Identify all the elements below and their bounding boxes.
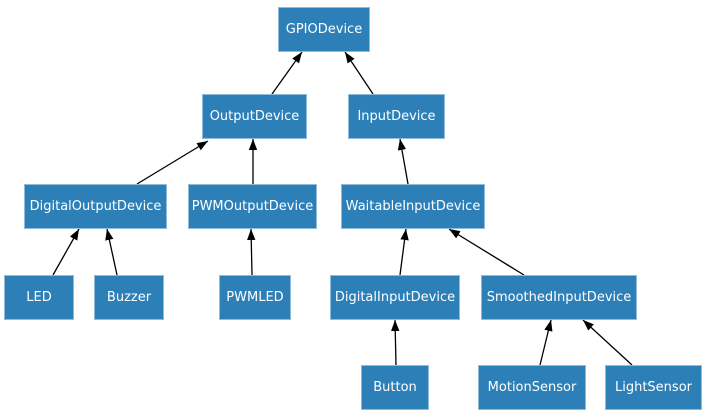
inherits-arrow-waitableinputdevice-to-inputdevice [397,138,409,185]
class-node-button: Button [361,365,429,410]
inherits-arrow-digitaloutputdevice-to-outputdevice [136,140,209,185]
class-node-digitalinputdevice: DigitalInputDevice [330,275,460,320]
class-node-waitableinputdevice: WaitableInputDevice [341,184,485,229]
class-node-pwmoutputdevice: PWMOutputDevice [188,184,317,229]
inherits-arrow-smoothedinputdevice-to-waitableinputdevice [448,228,525,276]
inherits-arrow-lightsensor-to-smoothedinputdevice [582,319,633,366]
inherits-arrow-led-to-digitaloutputdevice [52,228,80,276]
class-node-inputdevice: InputDevice [348,94,445,139]
class-node-pwmled: PWMLED [219,275,291,320]
class-node-motionsensor: MotionSensor [478,365,586,410]
inherits-arrow-digitalinputdevice-to-waitableinputdevice [399,228,409,276]
class-node-digitaloutputdevice: DigitalOutputDevice [24,184,167,229]
class-node-led: LED [4,275,74,320]
class-node-buzzer: Buzzer [94,275,164,320]
class-node-gpiodevice: GPIODevice [278,7,370,52]
class-node-lightsensor: LightSensor [605,365,702,410]
inherits-arrow-outputdevice-to-gpiodevice [271,51,303,95]
inherits-arrow-buzzer-to-digitaloutputdevice [105,228,118,276]
inherits-arrow-pwmled-to-pwmoutputdevice [247,228,256,276]
class-node-outputdevice: OutputDevice [202,94,307,139]
inherits-arrow-inputdevice-to-gpiodevice [344,51,374,95]
inherits-arrow-button-to-digitalinputdevice [391,319,400,366]
class-node-smoothedinputdevice: SmoothedInputDevice [481,275,637,320]
inherits-arrow-motionsensor-to-smoothedinputdevice [539,319,553,366]
